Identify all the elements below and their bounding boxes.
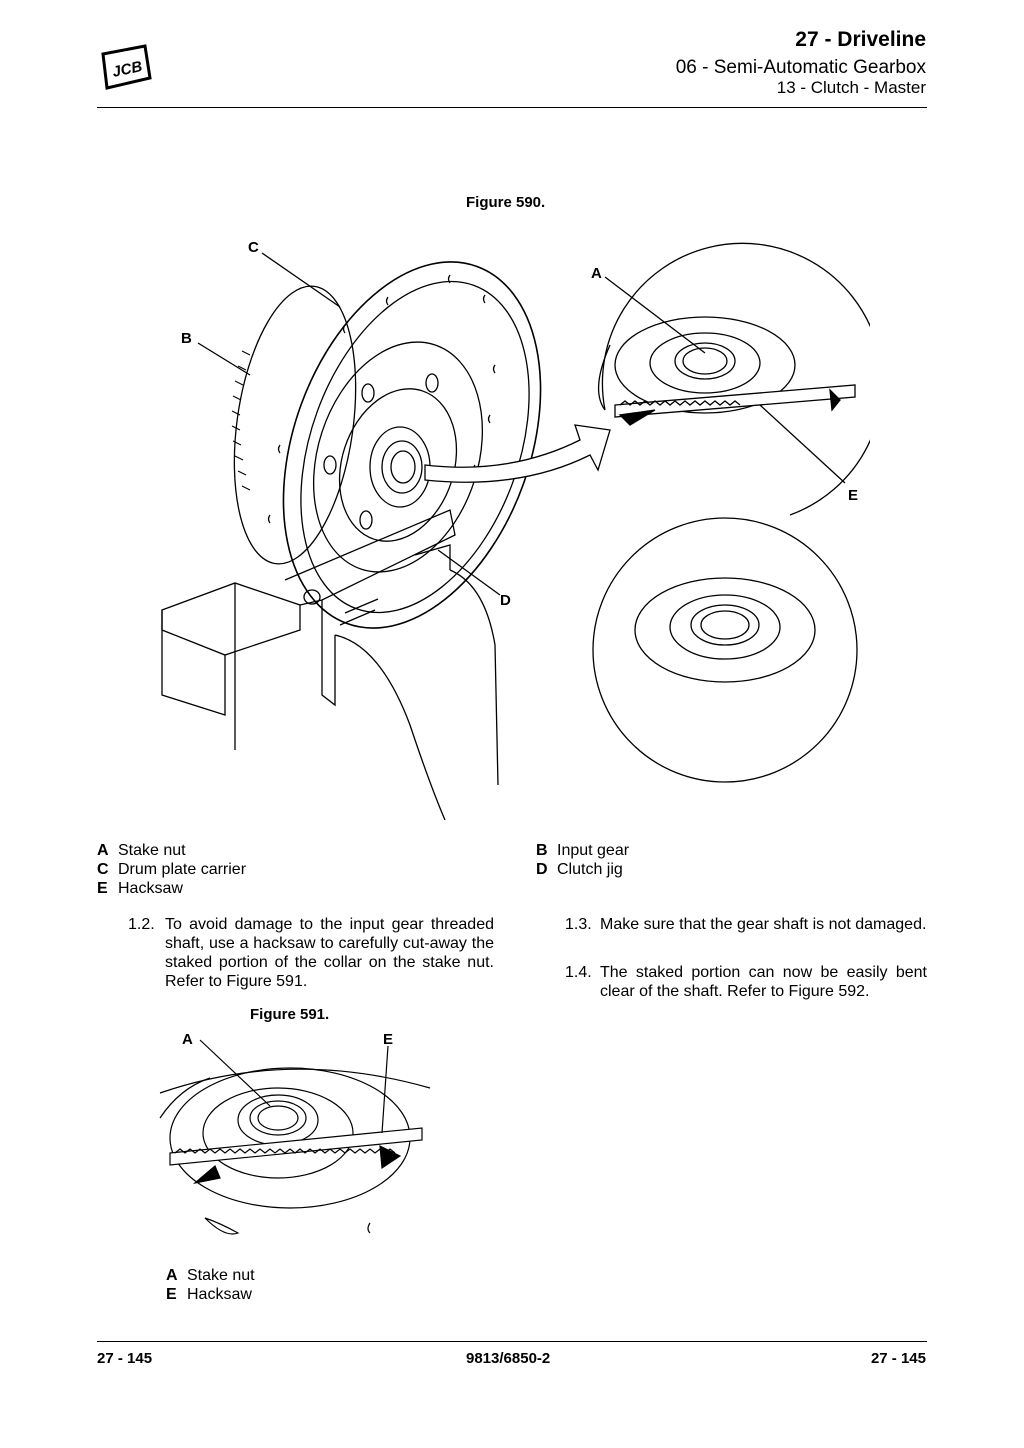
- figure-590-illustration: C B A E D: [161, 239, 870, 820]
- callout-c: C: [248, 239, 259, 256]
- callout-a: A: [591, 265, 602, 282]
- step-item: 1.4. The staked portion can now be easil…: [565, 963, 927, 1003]
- callout-d: D: [500, 592, 511, 609]
- callout-b: B: [181, 330, 192, 347]
- footer-page-left: 27 - 145: [97, 1350, 153, 1367]
- footer-doc-number: 9813/6850-2: [466, 1350, 551, 1367]
- step-number: 1.3.: [565, 916, 592, 933]
- footer-page-right: 27 - 145: [870, 1350, 926, 1367]
- step-number: 1.4.: [565, 964, 592, 981]
- header-rule: [97, 107, 927, 108]
- figure-590-caption: Figure 590.: [466, 194, 546, 211]
- footer-rule: [97, 1341, 927, 1342]
- step-text: To avoid damage to the input gear thread…: [165, 916, 494, 990]
- step-text: Make sure that the gear shaft is not dam…: [600, 916, 927, 933]
- jcb-logo: JCB: [101, 44, 152, 90]
- figure-591-illustration: A E: [159, 1031, 431, 1235]
- logo-text: JCB: [111, 58, 144, 81]
- callout-e: E: [848, 487, 858, 504]
- step-item: 1.3. Make sure that the gear shaft is no…: [565, 915, 927, 955]
- step-number: 1.2.: [128, 916, 155, 933]
- subsection-title: 13 - Clutch - Master: [776, 78, 926, 97]
- section-title: 06 - Semi-Automatic Gearbox: [675, 57, 926, 78]
- callout-e: E: [383, 1031, 393, 1048]
- step-text: The staked portion can now be easily ben…: [600, 964, 927, 1000]
- chapter-title: 27 - Driveline: [795, 28, 926, 51]
- step-item: 1.2. To avoid damage to the input gear t…: [128, 915, 494, 995]
- figure-591-caption: Figure 591.: [250, 1006, 330, 1023]
- callout-a: A: [182, 1031, 193, 1048]
